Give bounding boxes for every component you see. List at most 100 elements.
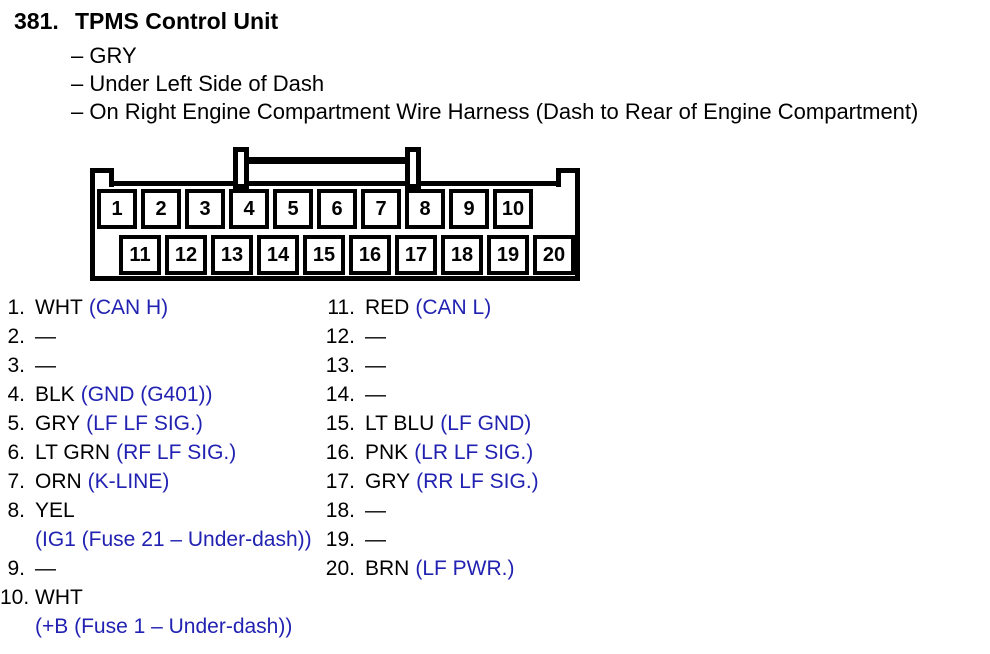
connector-pin-row-bottom: 11 12 13 14 15 16 17 18 19 20 <box>119 235 575 275</box>
wire-function: (GND (G401)) <box>80 383 213 406</box>
wire-color: LT BLU <box>365 412 435 435</box>
pin-row-5: 5. GRY(LF LF SIG.) <box>0 409 312 438</box>
connector-corner-notch-left <box>90 168 114 187</box>
wire-color: — <box>365 325 386 348</box>
pin-number: 9. <box>7 557 25 580</box>
pin-row-9: 9. — <box>0 554 312 583</box>
wire-color: LT GRN <box>35 441 111 464</box>
pin-row-11: 11. RED(CAN L) <box>320 293 539 322</box>
pin-number: 6. <box>7 441 25 464</box>
pin-number: 19. <box>325 528 355 551</box>
page-title: 381. TPMS Control Unit <box>14 8 278 35</box>
pin-row-6: 6. LT GRN(RF LF SIG.) <box>0 438 312 467</box>
item-title: TPMS Control Unit <box>75 8 279 34</box>
wire-function: (CAN L) <box>415 296 492 319</box>
pin-number: 8. <box>7 499 25 522</box>
detail-line-color: – GRY <box>71 43 137 68</box>
pin-number: 16. <box>325 441 355 464</box>
pinout-column-right: 11.RED(CAN L) 12.— 13.— 14.— 15.LT BLU(L… <box>320 293 539 583</box>
connector-latch-tab-right <box>405 147 421 189</box>
pin-row-2: 2. — <box>0 322 312 351</box>
pin-row-18: 18.— <box>320 496 539 525</box>
pin-cell-16: 16 <box>349 235 391 275</box>
pin-cell-10: 10 <box>493 189 533 229</box>
wire-function: (IG1 (Fuse 21 – Under-dash)) <box>35 528 312 551</box>
wire-function: (CAN H) <box>88 296 169 319</box>
wire-color: — <box>35 557 56 580</box>
wire-function: (LR LF SIG.) <box>414 441 534 464</box>
pin-cell-1: 1 <box>97 189 137 229</box>
wire-color: RED <box>365 296 410 319</box>
pin-number: 20. <box>325 557 355 580</box>
wire-color: — <box>365 528 386 551</box>
wire-color: BLK <box>35 383 75 406</box>
pin-cell-18: 18 <box>441 235 483 275</box>
wire-color: YEL <box>35 499 75 522</box>
pin-cell-11: 11 <box>119 235 161 275</box>
pin-cell-4: 4 <box>229 189 269 229</box>
wire-color: PNK <box>365 441 409 464</box>
pin-number: 7. <box>7 470 25 493</box>
pin-row-10-line1: 10.WHT <box>0 583 312 612</box>
wire-color: GRY <box>35 412 81 435</box>
wire-function: (LF LF SIG.) <box>86 412 203 435</box>
item-number: 381. <box>14 8 59 34</box>
wire-function: (RR LF SIG.) <box>416 470 539 493</box>
pin-number: 15. <box>325 412 355 435</box>
connector-latch-bar <box>245 157 411 164</box>
wire-function: (LF GND) <box>440 412 532 435</box>
pin-row-13: 13. — <box>320 351 539 380</box>
pin-row-17: 17. GRY(RR LF SIG.) <box>320 467 539 496</box>
pin-number: 12. <box>325 325 355 348</box>
pin-row-8-line1: 8. YEL <box>0 496 312 525</box>
wire-function: (RF LF SIG.) <box>116 441 237 464</box>
component-details: – GRY – Under Left Side of Dash – On Rig… <box>71 42 918 126</box>
pin-cell-6: 6 <box>317 189 357 229</box>
wire-color: WHT <box>35 586 83 609</box>
pin-row-7: 7. ORN(K-LINE) <box>0 467 312 496</box>
pin-row-14: 14.— <box>320 380 539 409</box>
pin-cell-13: 13 <box>211 235 253 275</box>
pin-row-8: 8. YEL (IG1 (Fuse 21 – Under-dash)) <box>0 496 312 554</box>
pin-cell-20: 20 <box>533 235 575 275</box>
wire-color: BRN <box>365 557 410 580</box>
connector-latch-tab-left <box>233 147 249 189</box>
pin-cell-9: 9 <box>449 189 489 229</box>
wire-color: GRY <box>365 470 411 493</box>
pin-row-12: 12. — <box>320 322 539 351</box>
pin-row-10: 10.WHT (+B (Fuse 1 – Under-dash)) <box>0 583 312 641</box>
pin-number: 4. <box>7 383 25 406</box>
wire-function: (+B (Fuse 1 – Under-dash)) <box>35 615 293 638</box>
pin-number: 5. <box>7 412 25 435</box>
pin-cell-7: 7 <box>361 189 401 229</box>
detail-line-location: – Under Left Side of Dash <box>71 71 325 96</box>
wire-color: WHT <box>35 296 83 319</box>
wire-color: — <box>35 325 56 348</box>
pin-cell-2: 2 <box>141 189 181 229</box>
pin-row-1: 1.WHT(CAN H) <box>0 293 312 322</box>
pin-number: 17. <box>325 470 355 493</box>
connector-diagram: 1 2 3 4 5 6 7 8 9 10 11 12 13 14 15 16 1… <box>90 147 590 287</box>
pin-cell-19: 19 <box>487 235 529 275</box>
pin-row-15: 15. LT BLU(LF GND) <box>320 409 539 438</box>
pin-number: 11. <box>327 296 355 319</box>
pin-number: 2. <box>7 325 25 348</box>
wire-color: — <box>35 354 56 377</box>
pin-cell-3: 3 <box>185 189 225 229</box>
wire-function: (LF PWR.) <box>415 557 515 580</box>
pin-row-3: 3.— <box>0 351 312 380</box>
pin-number: 14. <box>325 383 355 406</box>
pin-cell-15: 15 <box>303 235 345 275</box>
connector-pin-row-top: 1 2 3 4 5 6 7 8 9 10 <box>97 189 533 229</box>
connector-corner-notch-right <box>556 168 580 187</box>
pin-row-16: 16. PNK(LR LF SIG.) <box>320 438 539 467</box>
pin-number: 10. <box>0 586 30 609</box>
pin-number: 18. <box>325 499 355 522</box>
pin-row-4: 4. BLK(GND (G401)) <box>0 380 312 409</box>
wire-color: ORN <box>35 470 82 493</box>
pin-cell-12: 12 <box>165 235 207 275</box>
wire-function: (K-LINE) <box>87 470 170 493</box>
pin-number: 13. <box>325 354 355 377</box>
wire-color: — <box>365 354 386 377</box>
